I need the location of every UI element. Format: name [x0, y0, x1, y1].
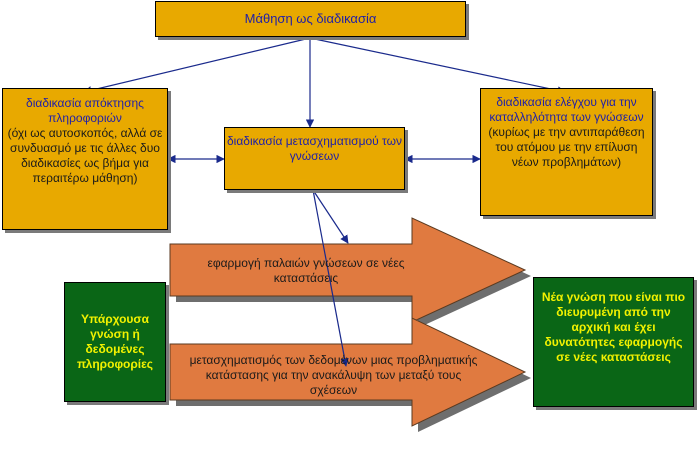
- transformation-arrow-label: μετασχηματισμός των δεδομένων μιας προβλ…: [189, 353, 478, 397]
- knowledge-check-box: διαδικασία ελέγχου για την καταλληλότητα…: [480, 88, 653, 216]
- transfer-arrow-label: εφαρμογή παλαιών γνώσεων σε νέες καταστά…: [207, 256, 405, 285]
- knowledge-check-note: (κυρίως με την αντιπαράθεση του ατόμου μ…: [488, 125, 645, 169]
- connector-lines: [83, 37, 566, 367]
- knowledge-check-title: διαδικασία ελέγχου για την καταλληλότητα…: [489, 95, 644, 124]
- learning-process-box: Μάθηση ως διαδικασία: [155, 1, 466, 37]
- information-acquisition-note: (όχι ως αυτοσκοπός, αλλά σε συνδυασμό με…: [7, 126, 163, 185]
- existing-knowledge-text: Υπάρχουσα γνώση ή δεδομένες πληροφορίες: [76, 312, 154, 371]
- new-knowledge-box: Νέα γνώση που είναι πιο διευρυμένη από τ…: [533, 277, 694, 407]
- learning-process-title: Μάθηση ως διαδικασία: [244, 11, 377, 26]
- knowledge-transformation-box: διαδικασία μετασχηματισμού των γνώσεων: [224, 127, 405, 190]
- transfer-arrow-shape: [169, 217, 531, 328]
- existing-knowledge-box: Υπάρχουσα γνώση ή δεδομένες πληροφορίες: [64, 282, 166, 402]
- transformation-arrow-shape: [169, 317, 531, 432]
- new-knowledge-text: Νέα γνώση που είναι πιο διευρυμένη από τ…: [541, 290, 686, 364]
- information-acquisition-title: διαδικασία απόκτησης πληροφοριών: [26, 96, 144, 125]
- knowledge-transformation-title: διαδικασία μετασχηματισμού των γνώσεων: [226, 134, 402, 163]
- information-acquisition-box: διαδικασία απόκτησης πληροφοριών (όχι ως…: [2, 88, 168, 230]
